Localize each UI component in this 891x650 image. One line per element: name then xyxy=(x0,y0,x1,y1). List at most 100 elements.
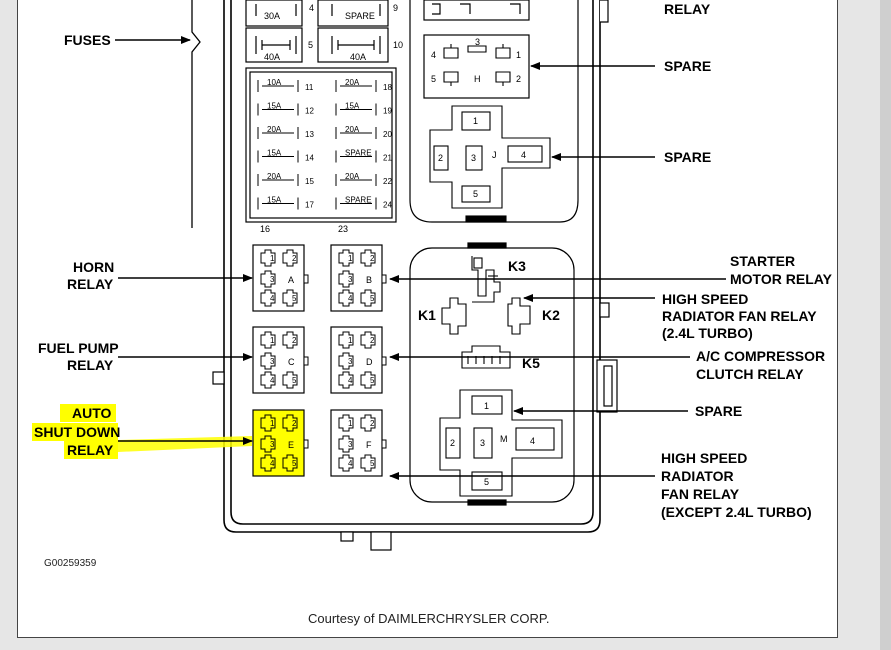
m-relay-pin-4: 4 xyxy=(530,436,535,446)
k5-label: K5 xyxy=(522,355,540,371)
j-relay-pin-1: 1 xyxy=(473,116,478,126)
mini-fuse-number: 19 xyxy=(383,107,392,116)
relay-pin xyxy=(338,270,354,288)
fuse-9-rating: SPARE xyxy=(345,11,375,21)
mini-fuse-rating: SPARE xyxy=(345,196,372,205)
fuses-bracket xyxy=(191,0,201,228)
relay-pin-number: 2 xyxy=(370,254,375,263)
relay-pin xyxy=(338,414,354,432)
mini-fuse-blade xyxy=(257,197,299,210)
relay-letter: B xyxy=(366,275,372,285)
mini-fuse-rating: 20A xyxy=(345,125,360,134)
ac-label-1: A/C COMPRESSOR xyxy=(696,348,825,364)
relay-pin xyxy=(260,331,276,349)
relay-pin-number: 5 xyxy=(292,459,297,468)
spare-j-label: SPARE xyxy=(664,149,711,165)
mini-fuse-blade xyxy=(335,127,377,139)
mini-fuse-blade xyxy=(335,197,377,210)
mini-fuse-number: 15 xyxy=(305,177,314,186)
fuse-4-rating: 30A xyxy=(264,11,280,21)
lower-relay-area xyxy=(409,242,575,506)
relay-pin xyxy=(338,289,354,307)
k2-label: K2 xyxy=(542,307,560,323)
relay-pin-number: 3 xyxy=(348,275,353,284)
mini-fuse-rating: 20A xyxy=(267,172,282,181)
relay-pin xyxy=(260,454,276,472)
h-relay-pin-3: 3 xyxy=(475,37,480,47)
starter-label-1: STARTER xyxy=(730,253,795,269)
relay-pin-number: 1 xyxy=(348,419,353,428)
mini-fuse-rating: 15A xyxy=(345,102,360,111)
relay-pin xyxy=(260,270,276,288)
mini-fuse-number: 17 xyxy=(305,201,314,210)
j-relay-pin-4: 4 xyxy=(521,150,526,160)
mini-fuse-number: 24 xyxy=(383,201,392,210)
relay-pin xyxy=(282,414,298,432)
asd-relay-label-1: AUTO xyxy=(72,405,112,421)
relay-letter: E xyxy=(288,440,294,450)
fuse-4-number: 4 xyxy=(309,3,314,13)
courtesy-caption: Courtesy of DAIMLERCHRYSLER CORP. xyxy=(308,611,550,626)
relay-pin xyxy=(260,352,276,370)
mini-fuse-blade xyxy=(335,174,377,186)
mini-fuse-rating: 10A xyxy=(267,78,282,87)
relay-tab xyxy=(303,356,309,366)
upper-relay-area xyxy=(409,0,579,223)
h-relay-pin-4: 4 xyxy=(431,50,436,60)
relay-letter: F xyxy=(366,440,372,450)
relay-pin xyxy=(282,454,298,472)
h-relay-pin-1: 1 xyxy=(516,50,521,60)
mini-fuse-number: 21 xyxy=(383,154,392,163)
relay-pin xyxy=(338,331,354,349)
hs-fan-turbo-label-2: RADIATOR FAN RELAY xyxy=(662,308,817,324)
fuel-pump-relay-label-1: FUEL PUMP xyxy=(38,340,119,356)
relay-tab xyxy=(381,356,387,366)
relay-letter: C xyxy=(288,357,295,367)
spare-m-label: SPARE xyxy=(695,403,742,419)
relay-pin-number: 1 xyxy=(270,336,275,345)
relay-pin xyxy=(338,371,354,389)
mini-fuse-number: 14 xyxy=(305,154,314,163)
m-relay-pin-3: 3 xyxy=(480,438,485,448)
mini-fuse-rating: SPARE xyxy=(345,149,372,158)
k1-relay xyxy=(441,297,467,335)
relay-pin-number: 2 xyxy=(370,419,375,428)
mini-fuse-15: 20A 15 xyxy=(257,172,314,186)
relay-pin xyxy=(360,414,376,432)
mini-fuse-11: 10A 11 xyxy=(257,78,314,92)
relay-pin-number: 5 xyxy=(370,459,375,468)
relay-top-label: RELAY xyxy=(664,1,711,17)
relay-pin xyxy=(338,249,354,267)
relay-pin-number: 3 xyxy=(348,440,353,449)
mini-fuse-19: 15A 19 xyxy=(335,102,392,116)
mini-fuse-blade xyxy=(335,103,377,116)
mini-fuse-rating: 15A xyxy=(267,102,282,111)
relay-pin-number: 5 xyxy=(370,294,375,303)
j-relay-pin-3: 3 xyxy=(471,153,476,163)
mini-fuse-number: 20 xyxy=(383,130,392,139)
relay-pin xyxy=(338,352,354,370)
mini-fuse-blade xyxy=(257,103,299,116)
mini-fuse-rating: 15A xyxy=(267,149,282,158)
mini-fuse-block xyxy=(245,67,397,223)
m-relay-letter: M xyxy=(500,434,508,444)
k3-label: K3 xyxy=(508,258,526,274)
scrollbar-track[interactable] xyxy=(880,0,891,650)
j-relay-pin-2: 2 xyxy=(438,153,443,163)
horn-relay-label-2: RELAY xyxy=(67,276,114,292)
fuse-5-number: 5 xyxy=(308,40,313,50)
relay-pin xyxy=(282,371,298,389)
asd-relay-label-2: SHUT DOWN xyxy=(34,424,120,440)
h-relay-pin-5: 5 xyxy=(431,74,436,84)
m-relay xyxy=(439,389,563,497)
hs-fan-nonturbo-label-4: (EXCEPT 2.4L TURBO) xyxy=(661,504,812,520)
relay-tab xyxy=(381,439,387,449)
mini-fuse-number: 11 xyxy=(305,83,314,92)
j-relay-pin-5: 5 xyxy=(473,189,478,199)
